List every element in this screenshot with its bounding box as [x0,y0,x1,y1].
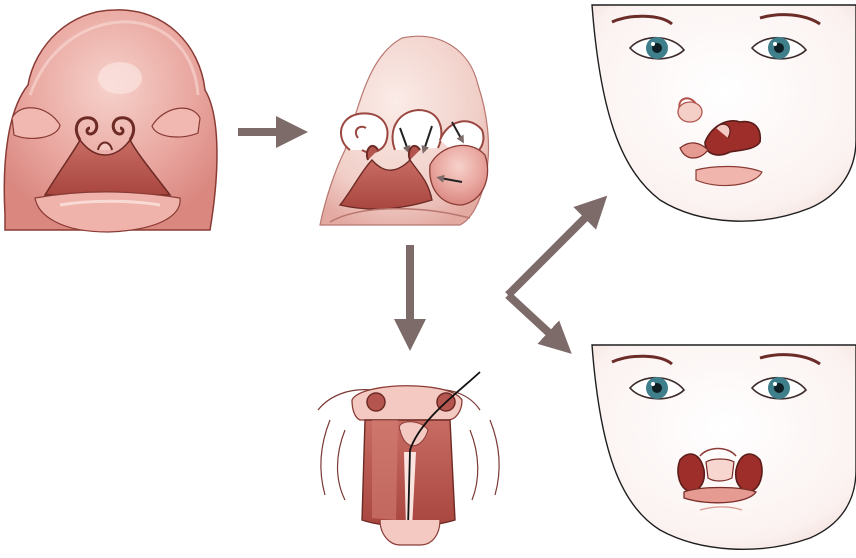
embryo-fusion-illustration [320,36,489,225]
infant-face-cleft-lip-illustration [592,5,856,221]
arrow-up-right [508,207,596,295]
palate-cross-section-illustration [318,372,499,545]
arrow-down-right [508,295,560,343]
embryo-face-illustration [4,10,217,232]
branch-arrows [508,207,596,343]
infant-face-bilateral-cleft-illustration [592,345,856,549]
